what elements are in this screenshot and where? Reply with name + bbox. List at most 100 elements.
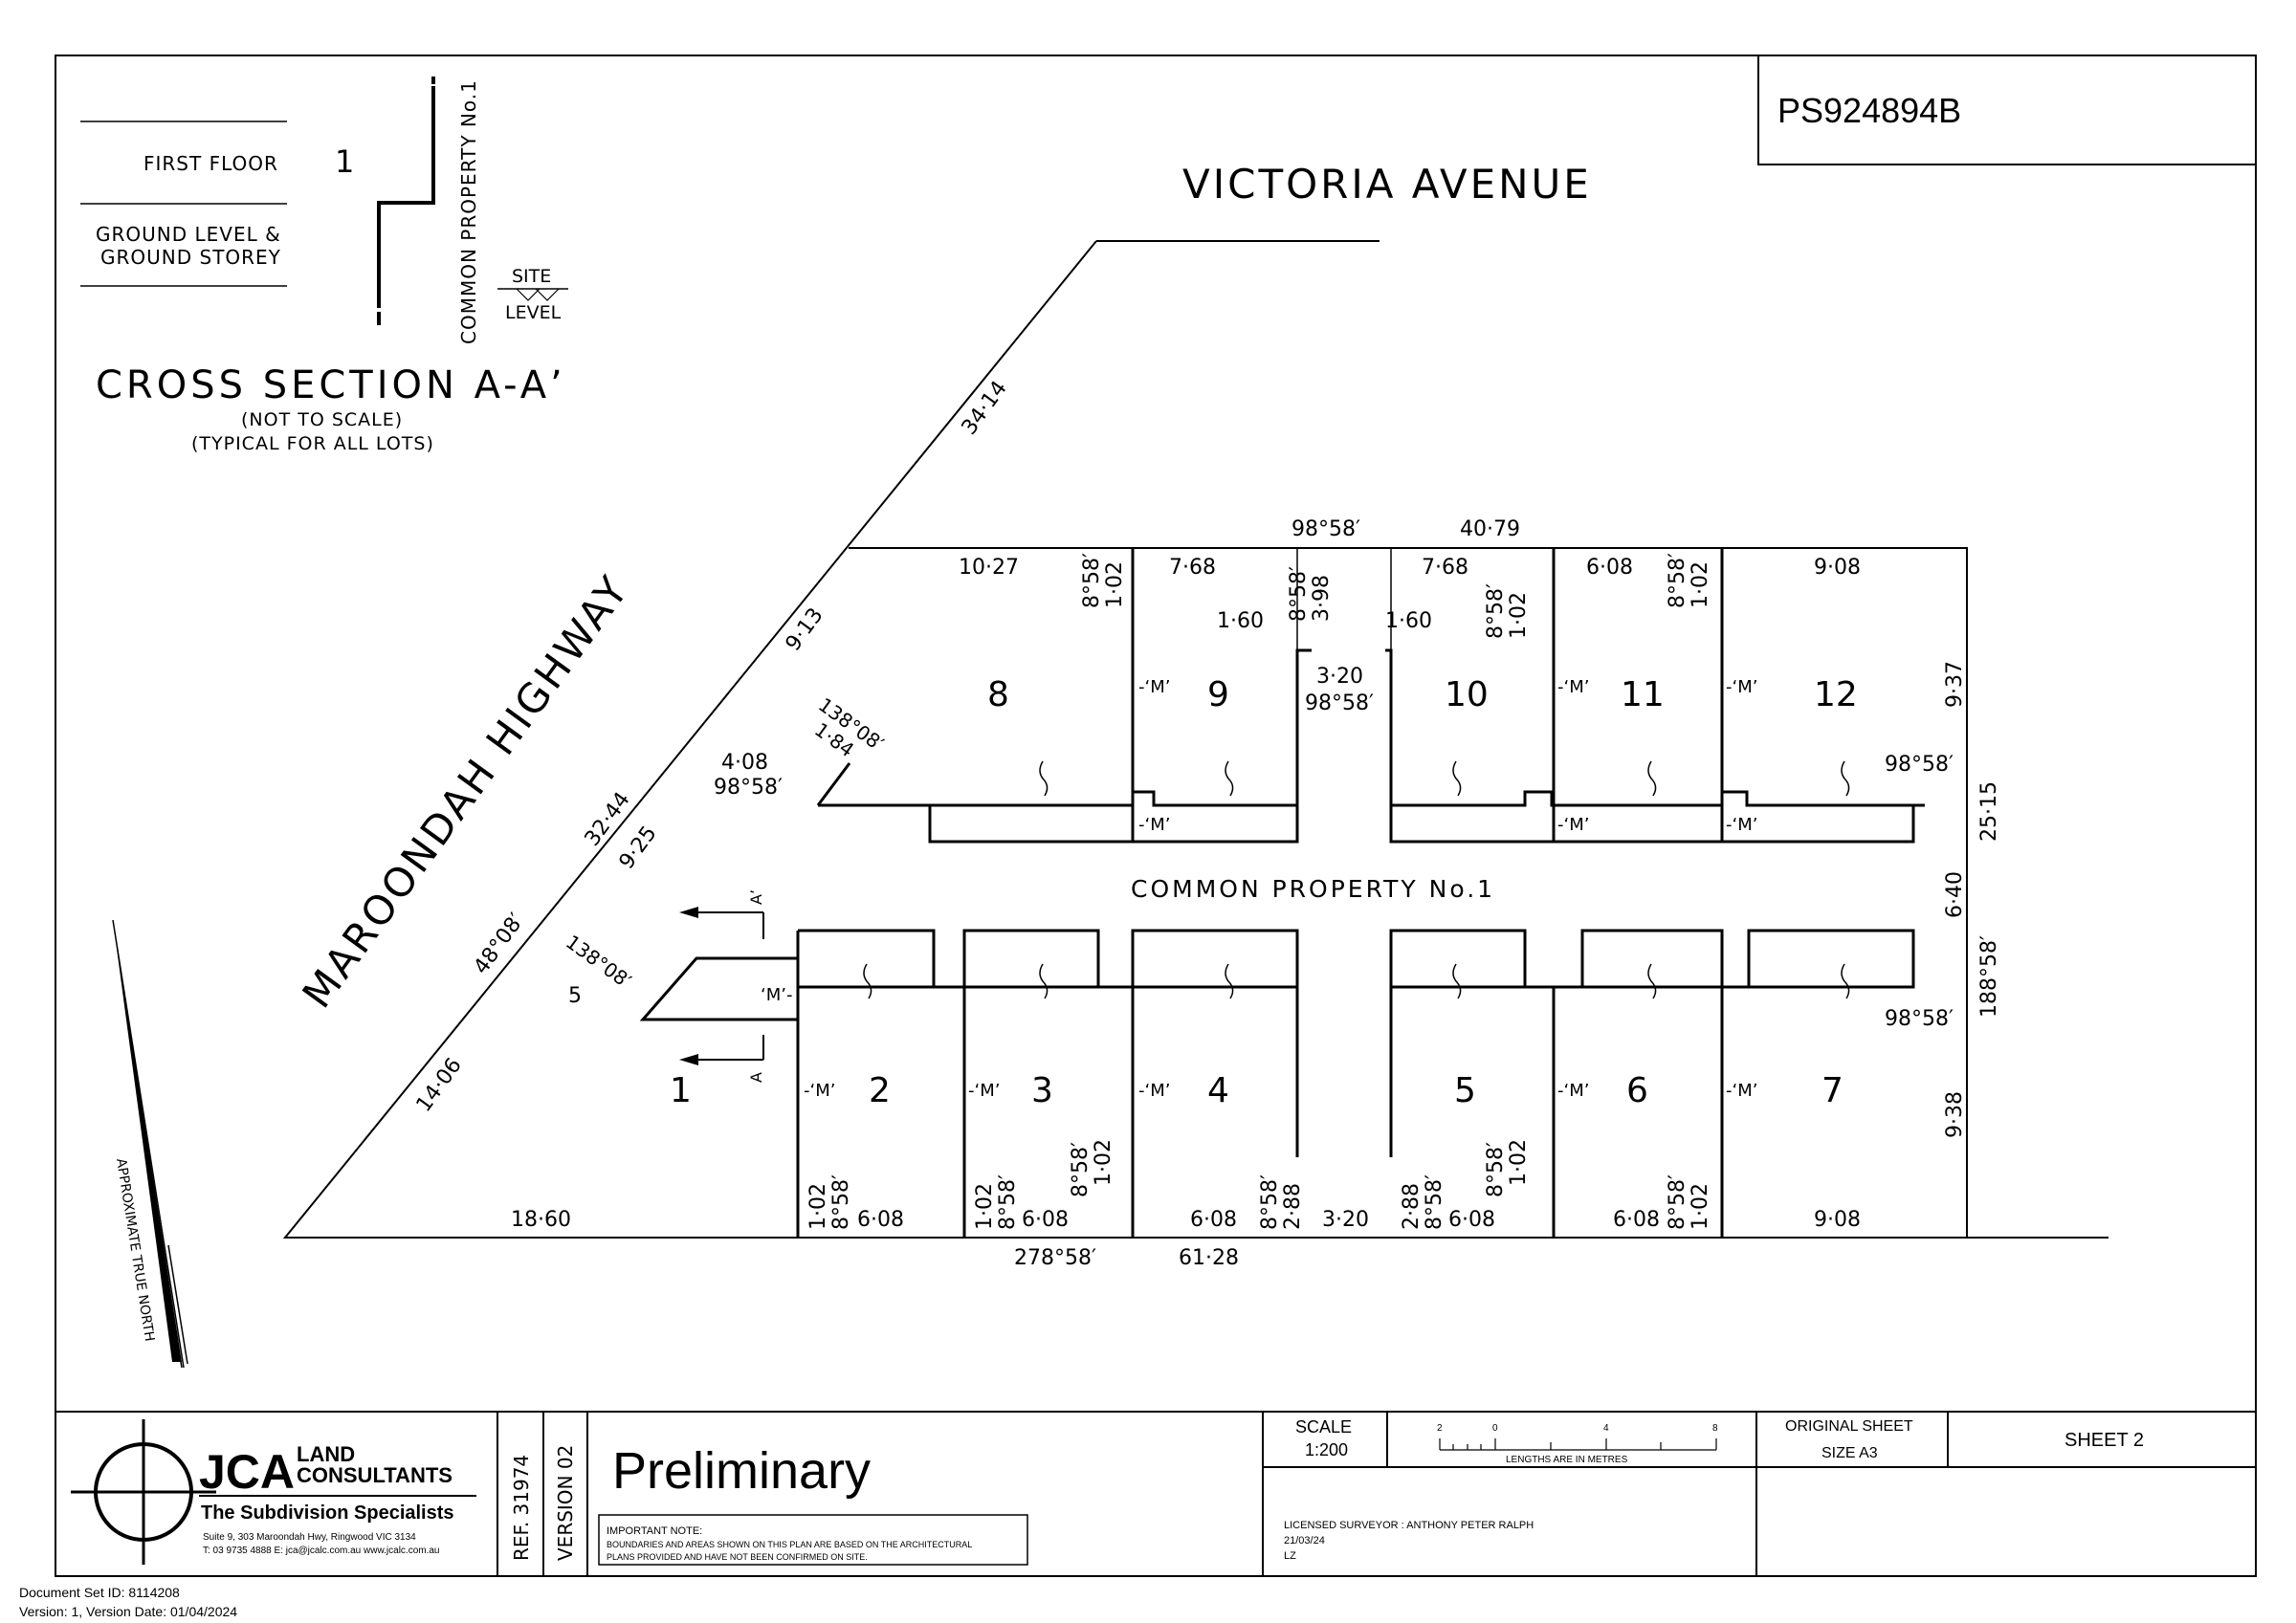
lot-4: 4 — [1207, 1071, 1229, 1110]
dim: 8°58′ — [1666, 1174, 1689, 1230]
ref-label: REF. 31974 — [510, 1455, 533, 1561]
dim: 6·08 — [857, 1208, 904, 1232]
lot-12: 12 — [1814, 675, 1858, 714]
dim: 3·98 — [1310, 575, 1334, 622]
m-label: -‘M’ — [804, 1081, 835, 1101]
dimensions: 98°58′ 40·79 10·27 7·68 7·68 6·08 9·08 8… — [412, 377, 2001, 1270]
dim: 7·68 — [1422, 556, 1468, 580]
m-label: -‘M’ — [1138, 815, 1170, 835]
dim-bottom-total: 61·28 — [1179, 1246, 1239, 1270]
south-lots-walls — [639, 929, 1915, 1238]
logo-consultants: CONSULTANTS — [297, 1463, 453, 1487]
dim: 5 — [568, 984, 582, 1008]
dim: 14·06 — [412, 1054, 467, 1117]
dim: 9·38 — [1943, 1091, 1967, 1138]
lot-8: 8 — [987, 675, 1009, 714]
important-note-title: IMPORTANT NOTE: — [607, 1525, 702, 1537]
dim: 98°58′ — [1305, 691, 1374, 715]
logo-address: Suite 9, 303 Maroondah Hwy, Ringwood VIC… — [203, 1532, 416, 1543]
dim: 1·02 — [1507, 1139, 1531, 1186]
dim: 9·08 — [1814, 556, 1861, 580]
dim: 8°58′ — [1080, 553, 1104, 608]
dim: 1·60 — [1385, 609, 1432, 633]
m-label: -‘M’ — [1138, 677, 1170, 697]
logo-contact: T: 03 9735 4888 E: jca@jcalc.com.au www.… — [203, 1546, 440, 1556]
m-label: -‘M’ — [1726, 1081, 1757, 1101]
scale-caption: LENGTHS ARE IN METRES — [1506, 1455, 1628, 1465]
plan-number: PS924894B — [1777, 91, 1961, 130]
dim-bottom-bearing: 278°58′ — [1014, 1246, 1096, 1270]
dim: 6·08 — [1190, 1208, 1237, 1232]
north-arrow: APPROXIMATE TRUE NORTH — [112, 919, 188, 1369]
dim: 9·25 — [615, 822, 662, 873]
dim-top-bearing: 98°58′ — [1292, 517, 1360, 541]
lot-numbers: 1 2 3 4 5 6 7 8 9 10 11 12 — [670, 675, 1858, 1110]
survey-initials: LZ — [1284, 1550, 1296, 1562]
common-property-label: COMMON PROPERTY No.1 — [1131, 875, 1495, 903]
dim: 6·08 — [1586, 556, 1633, 580]
dim: 8°58′ — [996, 1174, 1020, 1230]
dim: 1·02 — [1689, 561, 1712, 608]
scale-label: SCALE — [1295, 1417, 1352, 1437]
sheet-number: SHEET 2 — [2064, 1430, 2144, 1451]
dim: 34·14 — [958, 377, 1012, 440]
dim: 9·13 — [782, 603, 828, 655]
important-note-line1: BOUNDARIES AND AREAS SHOWN ON THIS PLAN … — [607, 1540, 972, 1549]
dim: 25·15 — [1977, 781, 2001, 842]
status-preliminary: Preliminary — [612, 1442, 871, 1500]
m-label: -‘M’ — [1557, 815, 1589, 835]
plan-number-box — [1757, 55, 2256, 165]
dim: 6·08 — [1448, 1208, 1495, 1232]
section-common-property-label: COMMON PROPERTY No.1 — [457, 79, 480, 344]
m-label: -‘M’ — [1138, 1081, 1170, 1101]
lot-6: 6 — [1626, 1071, 1648, 1110]
dim: 6·40 — [1943, 871, 1967, 918]
north-lots-walls — [816, 548, 1925, 844]
survey-date: 21/03/24 — [1284, 1535, 1325, 1546]
dim: 48°08′ — [470, 910, 530, 979]
dim: 6·08 — [1022, 1208, 1069, 1232]
lot-10: 10 — [1445, 675, 1489, 714]
original-sheet-label: ORIGINAL SHEET — [1785, 1418, 1913, 1435]
wall-marks — [863, 760, 1850, 999]
dim: 1·02 — [1103, 561, 1127, 608]
dim: 8°58′ — [1484, 583, 1508, 639]
dim: 3·20 — [1316, 665, 1363, 689]
dim: 1·02 — [1507, 592, 1531, 639]
lot-5: 5 — [1454, 1071, 1476, 1110]
version-label: VERSION 02 — [554, 1445, 577, 1561]
dim: 1·02 — [1689, 1183, 1712, 1230]
dim: 10·27 — [959, 556, 1019, 580]
m-label: -‘M’ — [1557, 1081, 1589, 1101]
dim: 4·08 — [721, 751, 768, 775]
surveyor: LICENSED SURVEYOR : ANTHONY PETER RALPH — [1284, 1520, 1534, 1531]
dim: 9·08 — [1814, 1208, 1861, 1232]
dim: 98°58′ — [1885, 1007, 1954, 1031]
lot-7: 7 — [1821, 1071, 1843, 1110]
cross-section-legend: FIRST FLOOR 1 GROUND LEVEL & GROUND STOR… — [80, 77, 568, 454]
ground-storey-label: GROUND STOREY — [100, 246, 281, 269]
dim: 8°58′ — [1069, 1142, 1093, 1197]
first-floor-number: 1 — [335, 143, 354, 180]
sheet-size: SIZE A3 — [1821, 1445, 1878, 1461]
dim: 8°58′ — [1484, 1142, 1508, 1197]
dim: 8°58′ — [829, 1174, 853, 1230]
dim: 8°58′ — [1666, 553, 1689, 608]
dim: 3·20 — [1322, 1208, 1369, 1232]
dim: 188°58′ — [1977, 935, 2001, 1018]
m-label: -‘M’ — [968, 1081, 1000, 1101]
section-arrows: A’ A — [679, 889, 765, 1083]
dim: 98°58′ — [1885, 753, 1954, 777]
scale-tick-label: 0 — [1492, 1423, 1498, 1434]
scale-tick-label: 2 — [1437, 1423, 1443, 1434]
dim: 2·88 — [1400, 1183, 1424, 1230]
dim: 8°58′ — [1287, 566, 1311, 622]
jca-logo: JCA LAND CONSULTANTS The Subdivision Spe… — [71, 1419, 476, 1565]
scale-bar: 2 0 4 8 LENGTHS ARE IN METRES — [1437, 1423, 1718, 1465]
m-label: -‘M’ — [1557, 677, 1589, 697]
dim: 6·08 — [1613, 1208, 1660, 1232]
dim-top-total: 40·79 — [1460, 517, 1520, 541]
cross-section-title: CROSS SECTION A-A’ — [96, 363, 566, 407]
section-mark-a: A — [747, 1072, 765, 1083]
